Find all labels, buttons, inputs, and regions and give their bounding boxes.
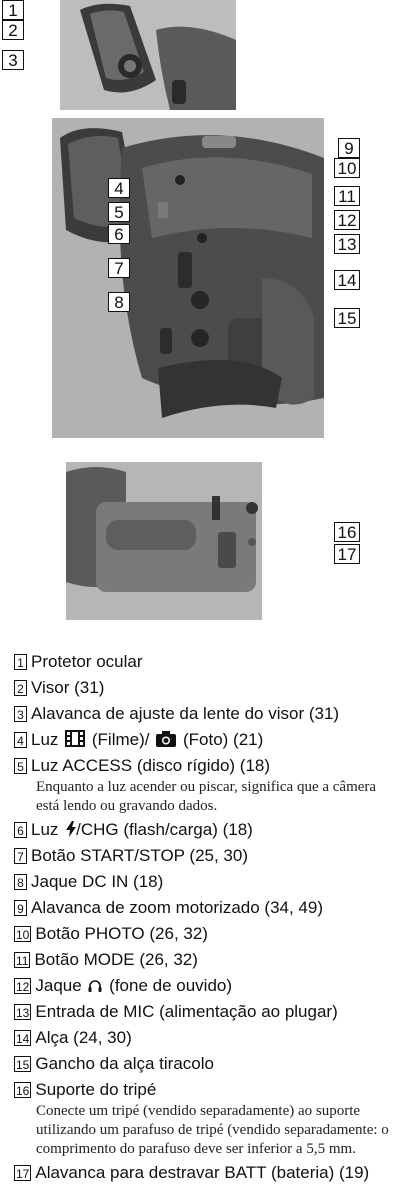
item-number: 7: [14, 848, 27, 864]
item-number: 17: [14, 1165, 32, 1181]
item-label-post: (Foto) (21): [182, 730, 264, 749]
item-number: 16: [14, 1082, 32, 1098]
list-item-3: 3 Alavanca de ajuste da lente do visor (…: [14, 704, 398, 724]
film-icon: [65, 730, 86, 747]
list-item-7: 7 Botão START/STOP (25, 30): [14, 846, 398, 866]
item-number: 1: [14, 654, 27, 670]
list-item-17: 17 Alavanca para destravar BATT (bateria…: [14, 1163, 398, 1183]
list-item-15: 15 Gancho da alça tiracolo: [14, 1054, 398, 1074]
list-item-9: 9 Alavanca de zoom motorizado (34, 49): [14, 898, 398, 918]
item-number: 5: [14, 758, 27, 774]
item-label: Jaque DC IN (18): [31, 872, 164, 891]
item-label: Botão PHOTO (26, 32): [35, 924, 208, 943]
list-item-13: 13 Entrada de MIC (alimentação ao plugar…: [14, 1002, 398, 1022]
callout-5: 5: [108, 202, 130, 222]
item-number: 9: [14, 900, 27, 916]
item-label-pre: Luz: [31, 820, 59, 839]
item-label: Alavanca de zoom motorizado (34, 49): [31, 898, 323, 917]
item-label-pre: Luz: [31, 730, 59, 749]
item-number: 11: [14, 952, 31, 968]
camera-figure: 1 2 3 9 10 4 11 5 12 6 13 7 14 8 15: [2, 0, 360, 620]
item-label-pre: Jaque: [35, 976, 82, 995]
camera-icon: [156, 731, 177, 747]
item-description: Conecte um tripé (vendido separadamente)…: [36, 1103, 389, 1157]
callout-14: 14: [334, 270, 360, 290]
item-label-post: /CHG (flash/carga) (18): [76, 820, 253, 839]
list-item-6: 6 Luz /CHG (flash/carga) (18): [14, 820, 398, 840]
callout-13: 13: [334, 234, 360, 254]
item-number: 15: [14, 1056, 32, 1072]
callout-4: 4: [108, 178, 130, 198]
callout-11: 11: [334, 186, 360, 206]
item-label: Luz (Filme)/ (Foto) (21): [31, 730, 263, 750]
item-label: Botão START/STOP (25, 30): [31, 846, 249, 865]
list-item-10: 10 Botão PHOTO (26, 32): [14, 924, 398, 944]
list-item-8: 8 Jaque DC IN (18): [14, 872, 398, 892]
item-number: 12: [14, 978, 32, 994]
item-number: 10: [14, 926, 32, 942]
callout-17: 17: [334, 544, 360, 564]
headphones-icon: [88, 980, 102, 992]
list-item-2: 2 Visor (31): [14, 678, 398, 698]
item-label: Gancho da alça tiracolo: [35, 1054, 214, 1073]
item-label: Protetor ocular: [31, 652, 143, 671]
list-item-12: 12 Jaque (fone de ouvido): [14, 976, 398, 996]
callout-15: 15: [334, 308, 360, 328]
camera-photo-top: [60, 0, 236, 110]
callout-16: 16: [334, 522, 360, 542]
item-number: 8: [14, 874, 27, 890]
list-item-11: 11 Botão MODE (26, 32): [14, 950, 398, 970]
camera-side-drawing: [52, 118, 324, 438]
list-item-14: 14 Alça (24, 30): [14, 1028, 398, 1048]
item-number: 6: [14, 822, 27, 838]
list-item-5: 5 Luz ACCESS (disco rígido) (18): [14, 756, 398, 776]
list-item-1: 1 Protetor ocular: [14, 652, 398, 672]
callout-1: 1: [2, 0, 24, 20]
camera-bottom-drawing: [66, 462, 262, 620]
callout-8: 8: [108, 292, 130, 312]
item-number: 4: [14, 732, 27, 748]
callout-12: 12: [334, 210, 360, 230]
flash-icon: [66, 821, 77, 837]
item-label: Luz /CHG (flash/carga) (18): [31, 820, 253, 840]
camera-photo-side: [52, 118, 324, 438]
callout-9: 9: [338, 138, 360, 158]
callout-10: 10: [334, 158, 360, 178]
item-label: Alavanca para destravar BATT (bateria) (…: [35, 1163, 370, 1182]
item-number: 2: [14, 680, 27, 696]
callout-2: 2: [2, 20, 24, 40]
list-item-4: 4 Luz (Filme)/ (Foto) (21): [14, 730, 398, 750]
item-label-mid: (Filme)/: [91, 730, 150, 749]
camera-top-drawing: [60, 0, 236, 110]
item-description: Enquanto a luz acender ou piscar, signif…: [36, 779, 377, 814]
item-label: Botão MODE (26, 32): [34, 950, 198, 969]
item-number: 3: [14, 706, 27, 722]
callout-3: 3: [2, 50, 24, 70]
item-label-post: (fone de ouvido): [109, 976, 233, 995]
parts-list: 1 Protetor ocular 2 Visor (31) 3 Alavanc…: [14, 652, 398, 1189]
item-label: Suporte do tripé: [35, 1080, 157, 1099]
item-label: Alça (24, 30): [35, 1028, 132, 1047]
callout-7: 7: [108, 258, 130, 278]
item-label: Jaque (fone de ouvido): [35, 976, 232, 996]
item-label: Entrada de MIC (alimentação ao plugar): [35, 1002, 338, 1021]
item-label: Luz ACCESS (disco rígido) (18): [31, 756, 271, 775]
camera-photo-bottom: [66, 462, 262, 620]
list-item-16: 16 Suporte do tripé: [14, 1080, 398, 1100]
item-label: Alavanca de ajuste da lente do visor (31…: [31, 704, 340, 723]
callout-6: 6: [108, 224, 130, 244]
item-number: 13: [14, 1004, 32, 1020]
item-number: 14: [14, 1030, 32, 1046]
item-label: Visor (31): [31, 678, 105, 697]
